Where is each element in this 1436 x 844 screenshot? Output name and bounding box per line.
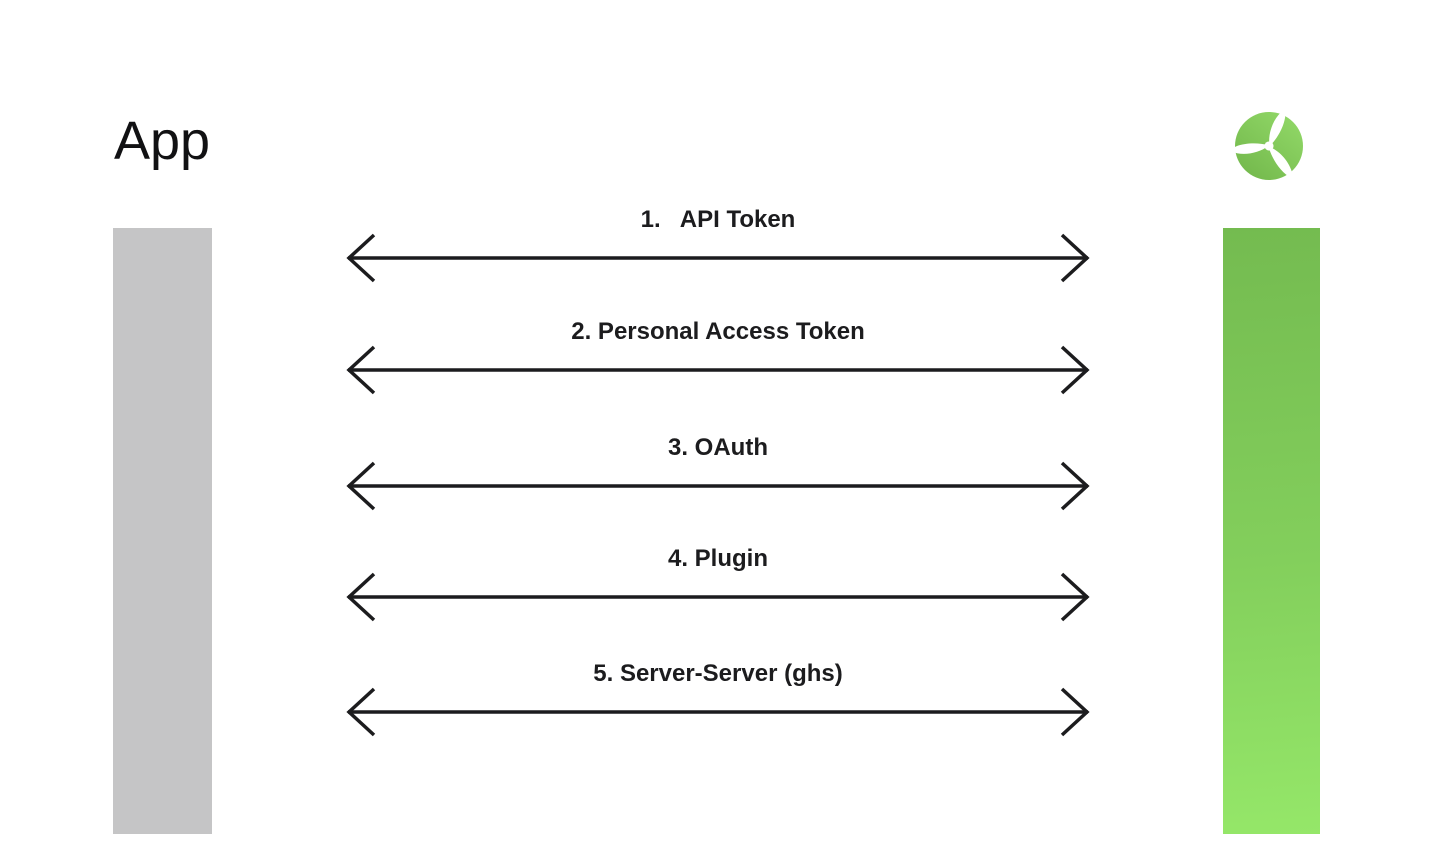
bidirectional-arrow-icon (346, 572, 1090, 622)
bidirectional-arrow-icon (346, 345, 1090, 395)
service-lifeline-bar (1223, 228, 1320, 834)
app-label: App (114, 111, 211, 171)
bidirectional-arrow-icon (346, 461, 1090, 511)
auth-message-label: 5. Server-Server (ghs) (593, 660, 843, 687)
auth-message-label: 2. Personal Access Token (571, 318, 865, 345)
propeller-logo-icon (1235, 112, 1303, 180)
auth-message-label: 1. API Token (640, 206, 796, 233)
auth-message-label: 3. OAuth (668, 434, 768, 461)
auth-message-label: 4. Plugin (667, 545, 768, 572)
bidirectional-arrow-icon (346, 233, 1090, 283)
app-lifeline-bar (113, 228, 212, 834)
bidirectional-arrow-icon (346, 687, 1090, 737)
